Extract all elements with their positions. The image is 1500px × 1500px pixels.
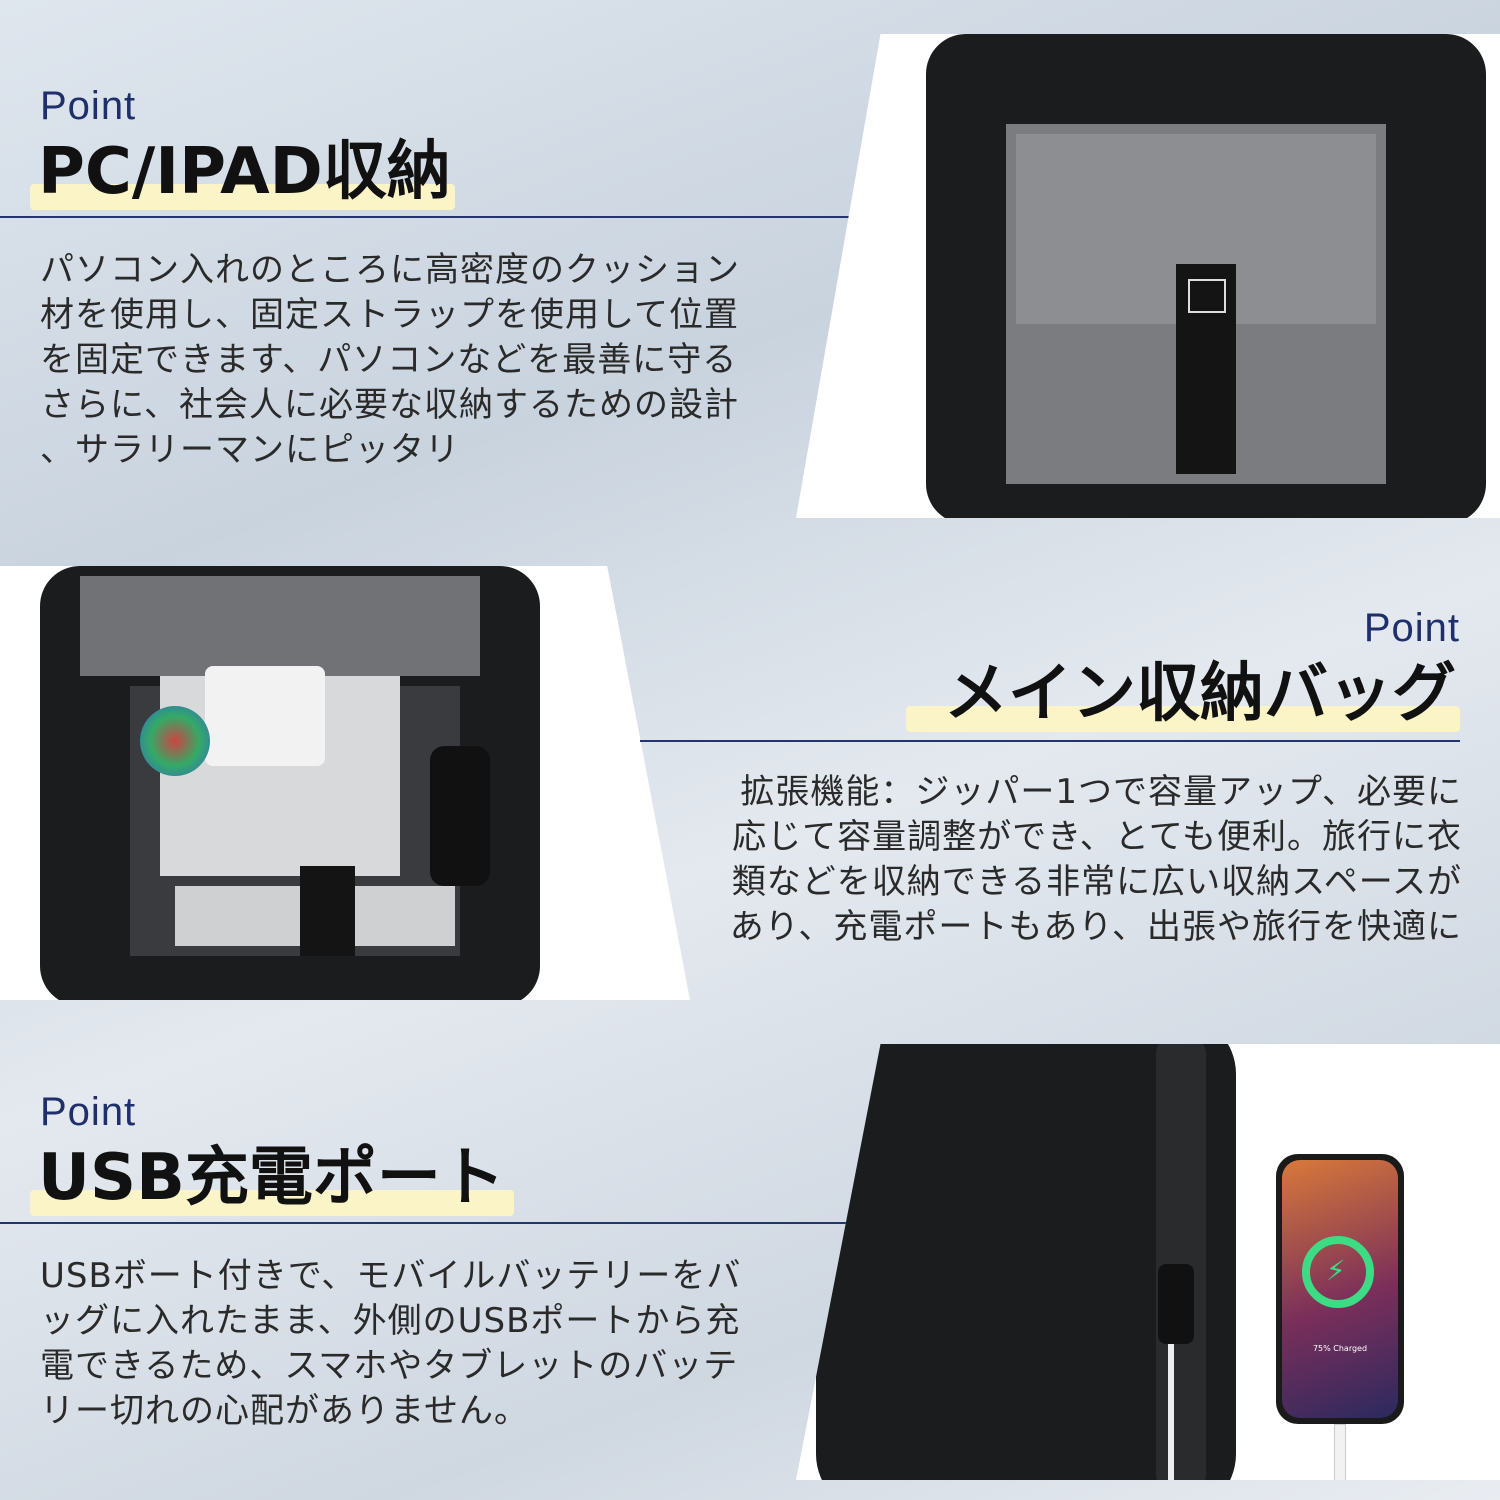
body-line: 材を使用し、固定ストラップを使用して位置 <box>40 295 739 335</box>
body-line: 類などを収納できる非常に広い収納スペースが <box>731 862 1462 902</box>
point-label: Point <box>1363 606 1460 650</box>
section-body: 拡張機能：ジッパー1つで容量アップ、必要に 応じて容量調整ができ、とても便利。旅… <box>730 770 1462 950</box>
main-compartment-photo <box>0 566 690 1000</box>
bottle-image <box>430 746 490 886</box>
open-flap <box>80 576 480 676</box>
body-line: USBボート付きで、モバイルバッテリーをバ <box>40 1256 742 1296</box>
body-line: 拡張機能：ジッパー1つで容量アップ、必要に <box>740 772 1462 812</box>
body-line: を固定できます、パソコンなどを最善に守る <box>40 340 738 380</box>
section-title: USB充電ポート <box>38 1141 505 1215</box>
body-line: 電できるため、スマホやタブレットのバッテ <box>40 1346 739 1386</box>
charging-ring <box>1302 1236 1374 1308</box>
body-line: あり、充電ポートもあり、出張や旅行を快適に <box>729 907 1462 947</box>
title-highlight <box>30 1190 514 1216</box>
section-title: メイン収納バッグ <box>944 657 1456 731</box>
divider <box>0 1222 850 1224</box>
section-body: パソコン入れのところに高密度のクッション 材を使用し、固定ストラップを使用して位… <box>40 248 740 473</box>
lightning-icon: ⚡ <box>1326 1254 1346 1287</box>
body-line: 、サラリーマンにピッタリ <box>40 430 460 470</box>
divider <box>640 740 1460 742</box>
body-line: さらに、社会人に必要な収納するための設計 <box>40 385 739 425</box>
section-body: USBボート付きで、モバイルバッテリーをバ ッグに入れたまま、外側のUSBポート… <box>40 1254 741 1434</box>
body-line: ッグに入れたまま、外側のUSBポートから充 <box>40 1301 741 1341</box>
strap-logo-icon <box>1188 279 1226 313</box>
title-highlight <box>906 706 1460 732</box>
sunglasses-image <box>140 706 210 776</box>
section-title: PC/IPAD収納 <box>38 135 451 209</box>
usb-port-icon <box>1158 1264 1194 1344</box>
body-line: 応じて容量調整ができ、とても便利。旅行に衣 <box>732 817 1462 857</box>
divider <box>0 216 850 218</box>
smartphone-image: ⚡ 75% Charged <box>1276 1154 1404 1424</box>
fixing-strap <box>300 866 355 956</box>
body-line: パソコン入れのところに高密度のクッション <box>40 250 740 290</box>
laptop-compartment-photo <box>796 34 1500 518</box>
side-zipper <box>1156 1044 1206 1480</box>
charge-status: 75% Charged <box>1312 1344 1368 1353</box>
fixing-strap <box>1176 264 1236 474</box>
title-highlight <box>30 184 455 210</box>
point-label: Point <box>40 84 137 128</box>
point-label: Point <box>40 1090 137 1134</box>
phone-screen: ⚡ 75% Charged <box>1282 1160 1398 1418</box>
body-line: リー切れの心配がありません。 <box>40 1391 529 1431</box>
phone-cable <box>1334 1424 1346 1480</box>
usb-cable <box>1168 1344 1174 1480</box>
usb-port-photo: ⚡ 75% Charged <box>796 1044 1500 1480</box>
power-bank-image <box>205 666 325 766</box>
